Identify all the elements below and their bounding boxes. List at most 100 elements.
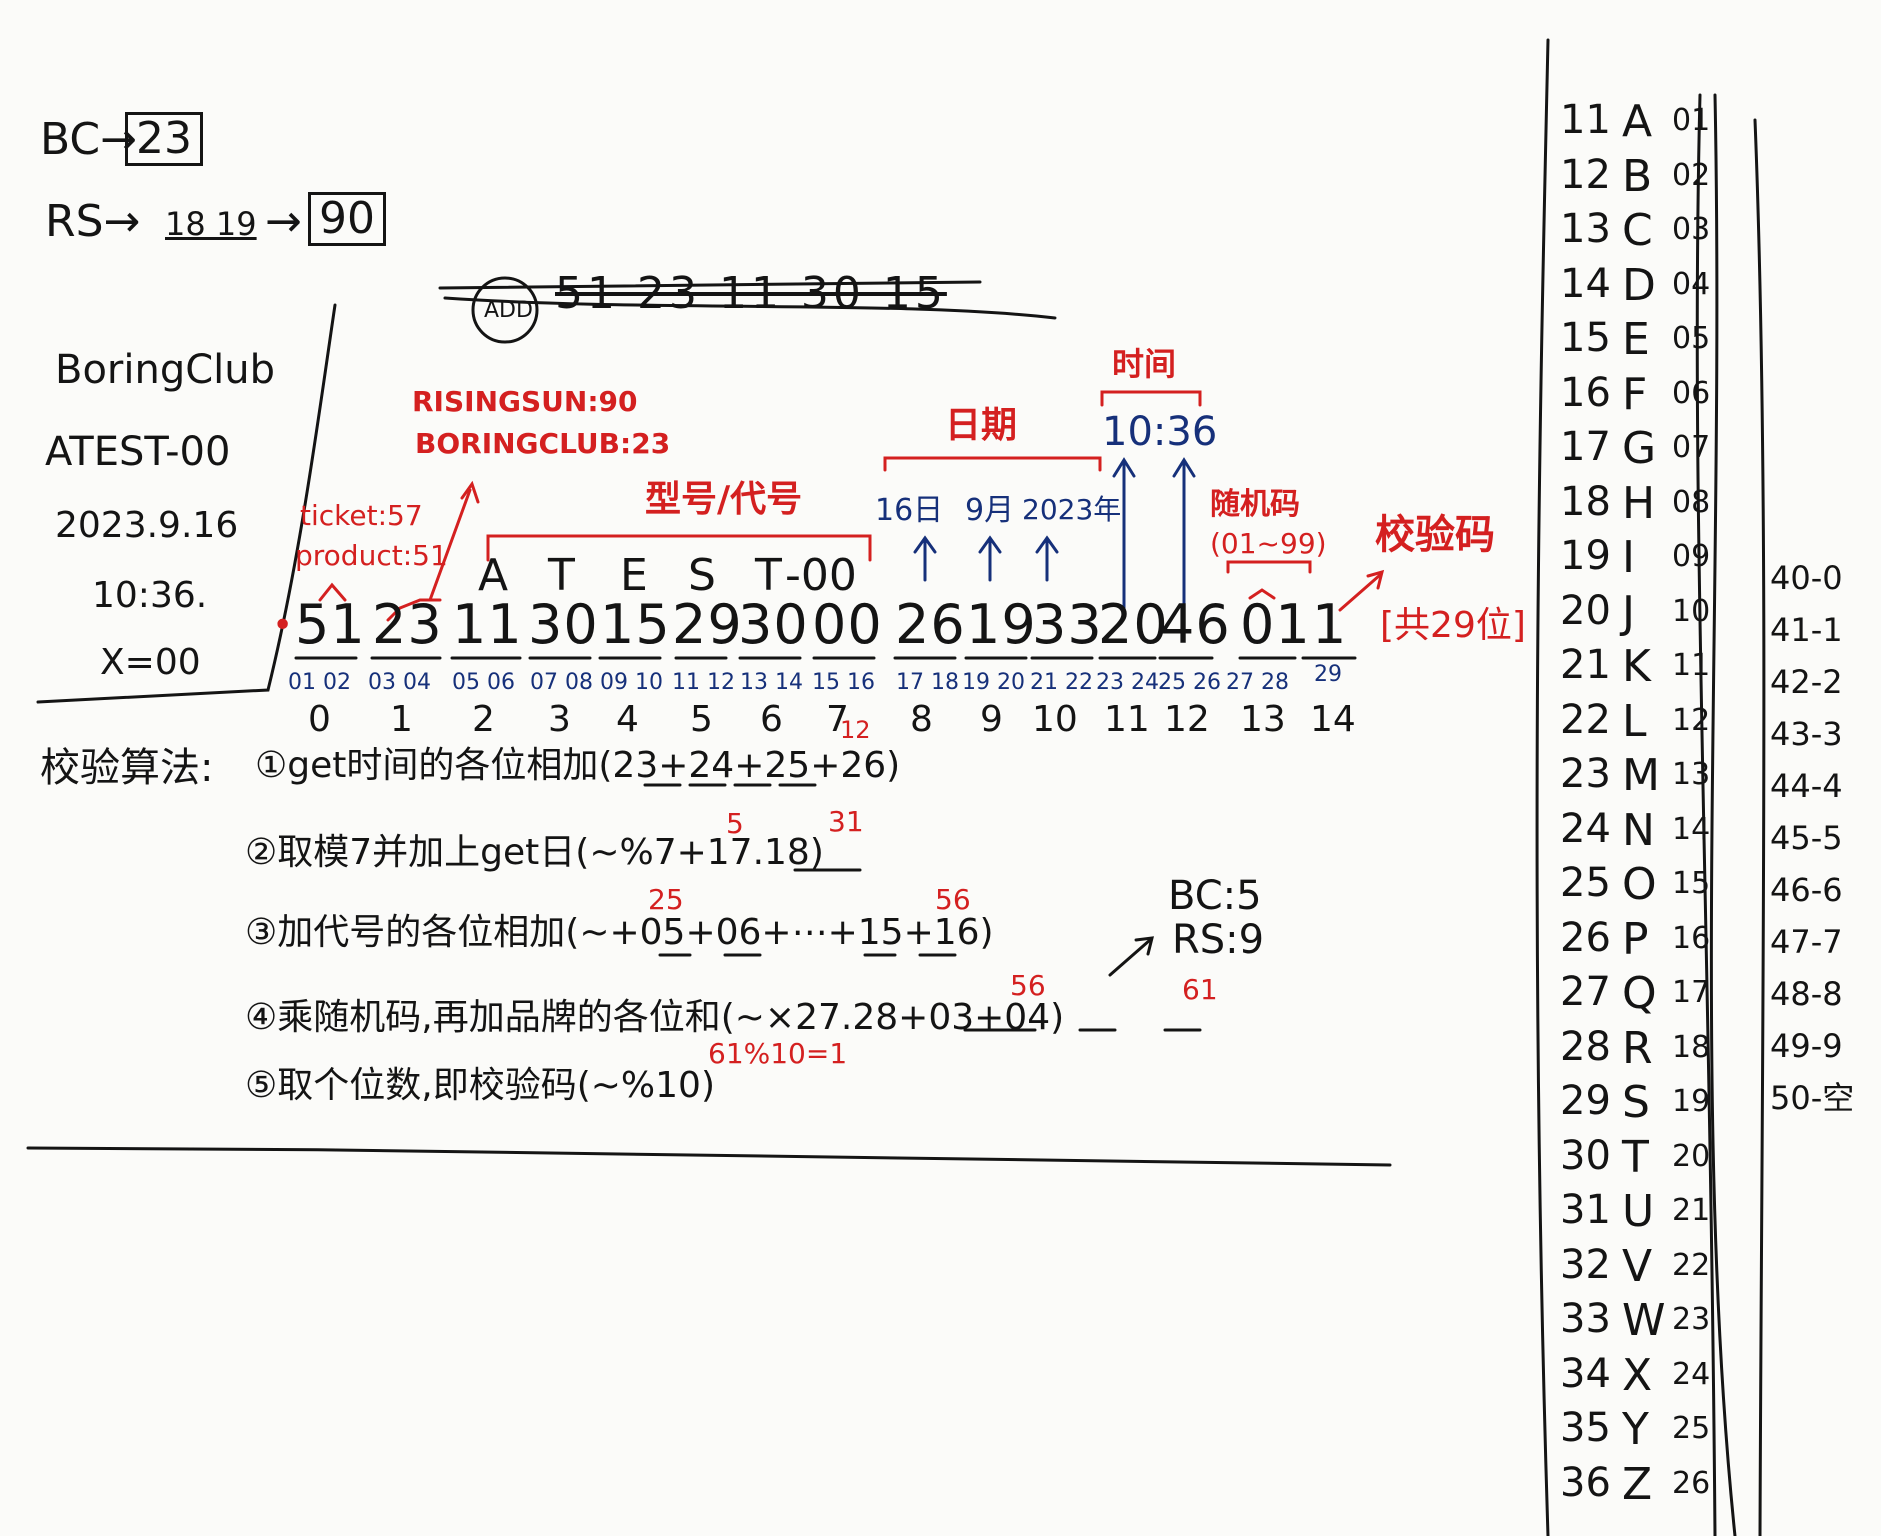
letter-table-num: 31 bbox=[1560, 1187, 1611, 1233]
letter-table-letter: S bbox=[1622, 1077, 1650, 1128]
rs-result: RS:9 bbox=[1172, 917, 1265, 963]
strike-line-mark bbox=[443, 296, 1057, 320]
letter-table-num: 16 bbox=[1560, 370, 1611, 416]
code-group: 30 bbox=[528, 593, 599, 656]
letter-table-code: 07 bbox=[1672, 430, 1711, 465]
letter-table-code: 10 bbox=[1672, 594, 1711, 629]
code-group: 19 bbox=[966, 593, 1037, 656]
code-group: 00 bbox=[812, 593, 883, 656]
letter-table-code: 13 bbox=[1672, 757, 1711, 792]
digit-table-item: 40-0 bbox=[1770, 559, 1843, 597]
letter-table-code: 04 bbox=[1672, 267, 1711, 302]
time-value: 10:36 bbox=[1102, 409, 1218, 455]
letter-table-letter: O bbox=[1622, 859, 1657, 910]
letter-table-code: 26 bbox=[1672, 1466, 1711, 1501]
letter-table-num: 30 bbox=[1560, 1133, 1611, 1179]
letter-table-code: 23 bbox=[1672, 1302, 1711, 1337]
letter-table-code: 20 bbox=[1672, 1139, 1711, 1174]
letter-table-code: 22 bbox=[1672, 1248, 1711, 1283]
bc-value-box: 23 bbox=[125, 112, 203, 166]
red-note: 56 bbox=[935, 883, 971, 916]
brand-boringclub: BORINGCLUB:23 bbox=[415, 427, 671, 460]
digit-table-item: 41-1 bbox=[1770, 611, 1843, 649]
index-label: 12 bbox=[1164, 699, 1210, 740]
position-label: 01 02 bbox=[288, 670, 351, 695]
letter-table-letter: U bbox=[1622, 1186, 1655, 1237]
letter-table-letter: N bbox=[1622, 805, 1655, 856]
red-note: 56 bbox=[1010, 969, 1046, 1002]
letter-table-num: 33 bbox=[1560, 1296, 1611, 1342]
card-line-4: 10:36. bbox=[92, 575, 208, 616]
index-label: 1 bbox=[390, 699, 413, 740]
code-group: 33 bbox=[1032, 593, 1103, 656]
code-group: 46 bbox=[1160, 593, 1231, 656]
letter-table-num: 26 bbox=[1560, 915, 1611, 961]
red-note: 31 bbox=[828, 805, 864, 838]
index-label: 14 bbox=[1310, 699, 1356, 740]
total-digits-label: [共29位] bbox=[1380, 605, 1526, 646]
letter-table-code: 16 bbox=[1672, 921, 1711, 956]
digit-table-item: 50-空 bbox=[1770, 1079, 1855, 1117]
letter-table-code: 11 bbox=[1672, 648, 1711, 683]
position-label: 19 20 bbox=[962, 670, 1025, 695]
ticket-label: ticket:57 bbox=[300, 499, 423, 532]
letter-table-letter: E bbox=[1622, 314, 1650, 365]
letter-table-num: 32 bbox=[1560, 1242, 1611, 1288]
index-label: 7 bbox=[826, 699, 849, 740]
digit-table-item: 47-7 bbox=[1770, 923, 1843, 961]
position-label: 09 10 bbox=[600, 670, 663, 695]
letter-table-num: 23 bbox=[1560, 751, 1611, 797]
letter-table-code: 05 bbox=[1672, 321, 1711, 356]
rs-value-box: 90 bbox=[308, 192, 386, 246]
card-border bbox=[36, 303, 337, 704]
position-label: 03 04 bbox=[368, 670, 431, 695]
algorithm-step-5: ⑤取个位数,即校验码(~%10) bbox=[245, 1065, 715, 1106]
letter-table-letter: W bbox=[1622, 1295, 1666, 1346]
digit-table-item: 44-4 bbox=[1770, 767, 1843, 805]
letter-table-letter: Q bbox=[1622, 968, 1657, 1019]
letter-table-code: 01 bbox=[1672, 103, 1711, 138]
algorithm-step-2: ②取模7并加上get日(~%7+17.18) bbox=[245, 832, 824, 873]
check-label: 校验码 bbox=[1375, 512, 1495, 558]
code-group: 20 bbox=[1098, 593, 1169, 656]
letter-table-letter: A bbox=[1622, 96, 1653, 147]
code-group: 15 bbox=[600, 593, 671, 656]
letter-table-letter: Z bbox=[1622, 1459, 1653, 1510]
random-label: 随机码 bbox=[1210, 487, 1300, 522]
letter-table-num: 24 bbox=[1560, 806, 1611, 852]
letter-table-letter: C bbox=[1622, 205, 1653, 256]
letter-e: E bbox=[620, 550, 648, 601]
date-day: 16日 bbox=[875, 493, 944, 528]
index-label: 10 bbox=[1032, 699, 1078, 740]
letter-table-letter: J bbox=[1622, 587, 1635, 638]
letter-table-letter: G bbox=[1622, 423, 1657, 474]
letter-table-num: 36 bbox=[1560, 1460, 1611, 1506]
digit-table-item: 48-8 bbox=[1770, 975, 1843, 1013]
letter-table-code: 06 bbox=[1672, 376, 1711, 411]
rs-digits: 18 19 bbox=[165, 205, 257, 243]
letter-table-num: 34 bbox=[1560, 1351, 1611, 1397]
position-label: 05 06 bbox=[452, 670, 515, 695]
letter-table-code: 09 bbox=[1672, 539, 1711, 574]
position-label: 17 18 bbox=[896, 670, 959, 695]
position-label: 11 12 bbox=[672, 670, 735, 695]
algorithm-step-1: ①get时间的各位相加(23+24+25+26) bbox=[255, 745, 901, 786]
random-range: (01~99) bbox=[1210, 527, 1327, 560]
card-line-1: BoringClub bbox=[55, 347, 275, 393]
letter-t1: T bbox=[548, 550, 575, 601]
index-label: 5 bbox=[690, 699, 713, 740]
date-month: 9月 bbox=[965, 493, 1015, 528]
letter-table-code: 21 bbox=[1672, 1193, 1711, 1228]
index-label: 13 bbox=[1240, 699, 1286, 740]
position-label: 25 26 bbox=[1158, 670, 1221, 695]
red-dot: • bbox=[272, 605, 294, 646]
letter-table-num: 13 bbox=[1560, 206, 1611, 252]
letter-table-letter: X bbox=[1622, 1350, 1653, 1401]
code-group: 51 bbox=[295, 593, 366, 656]
digit-table-item: 42-2 bbox=[1770, 663, 1843, 701]
letter-table-num: 18 bbox=[1560, 479, 1611, 525]
code-group: 11 bbox=[452, 593, 523, 656]
code-group: 23 bbox=[372, 593, 443, 656]
time-label: 时间 bbox=[1112, 345, 1177, 383]
